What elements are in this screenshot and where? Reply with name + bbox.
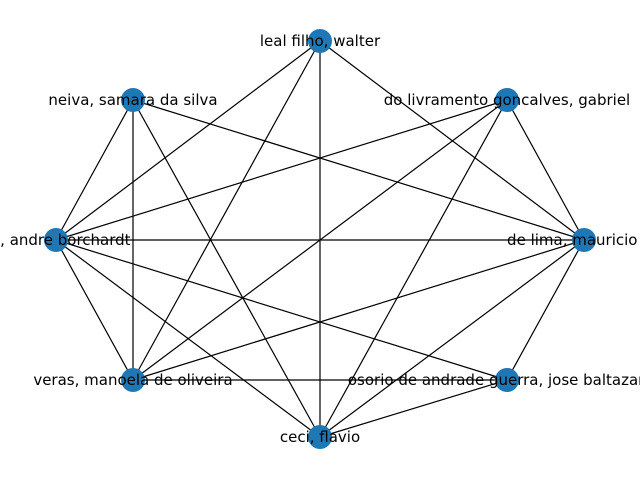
edge-gabriel-mauricio	[506, 99, 585, 241]
edge-mauricio-jose	[506, 239, 585, 381]
edge-manoela-andre	[55, 239, 134, 381]
node-label-gabriel: do livramento goncalves, gabriel	[384, 91, 630, 109]
labels-layer: leal filho, walter do livramento goncalve…	[0, 32, 640, 446]
node-jose	[495, 368, 519, 392]
node-label-jose: osorio de andrade guerra, jose baltazar …	[348, 371, 640, 389]
node-label-andre: au, andre borchardt	[0, 231, 131, 249]
edge-andre-samara	[55, 99, 134, 241]
edge-jose-flavio	[319, 379, 508, 438]
node-label-flavio: ceci, flavio	[280, 428, 360, 446]
node-label-mauricio: de lima, mauricio an	[507, 231, 640, 249]
edge-mauricio-samara	[132, 99, 585, 241]
edge-gabriel-flavio	[319, 99, 508, 438]
node-flavio	[308, 425, 332, 449]
nodes-layer	[44, 29, 596, 449]
node-label-walter: leal filho, walter	[260, 32, 381, 50]
node-samara	[121, 88, 145, 112]
node-label-samara: neiva, samara da silva	[48, 91, 217, 109]
node-mauricio	[572, 228, 596, 252]
node-andre	[44, 228, 68, 252]
edge-jose-andre	[55, 239, 508, 381]
edge-walter-manoela	[132, 40, 321, 381]
edge-flavio-samara	[132, 99, 321, 438]
node-walter	[308, 29, 332, 53]
node-manoela	[121, 368, 145, 392]
edge-flavio-andre	[55, 239, 321, 438]
node-label-manoela: veras, manoela de oliveira	[33, 371, 232, 389]
edges-layer	[55, 40, 585, 438]
node-gabriel	[495, 88, 519, 112]
edge-gabriel-andre	[55, 99, 508, 241]
edge-mauricio-flavio	[319, 239, 585, 438]
edge-walter-andre	[55, 40, 321, 241]
edge-mauricio-manoela	[132, 239, 585, 381]
